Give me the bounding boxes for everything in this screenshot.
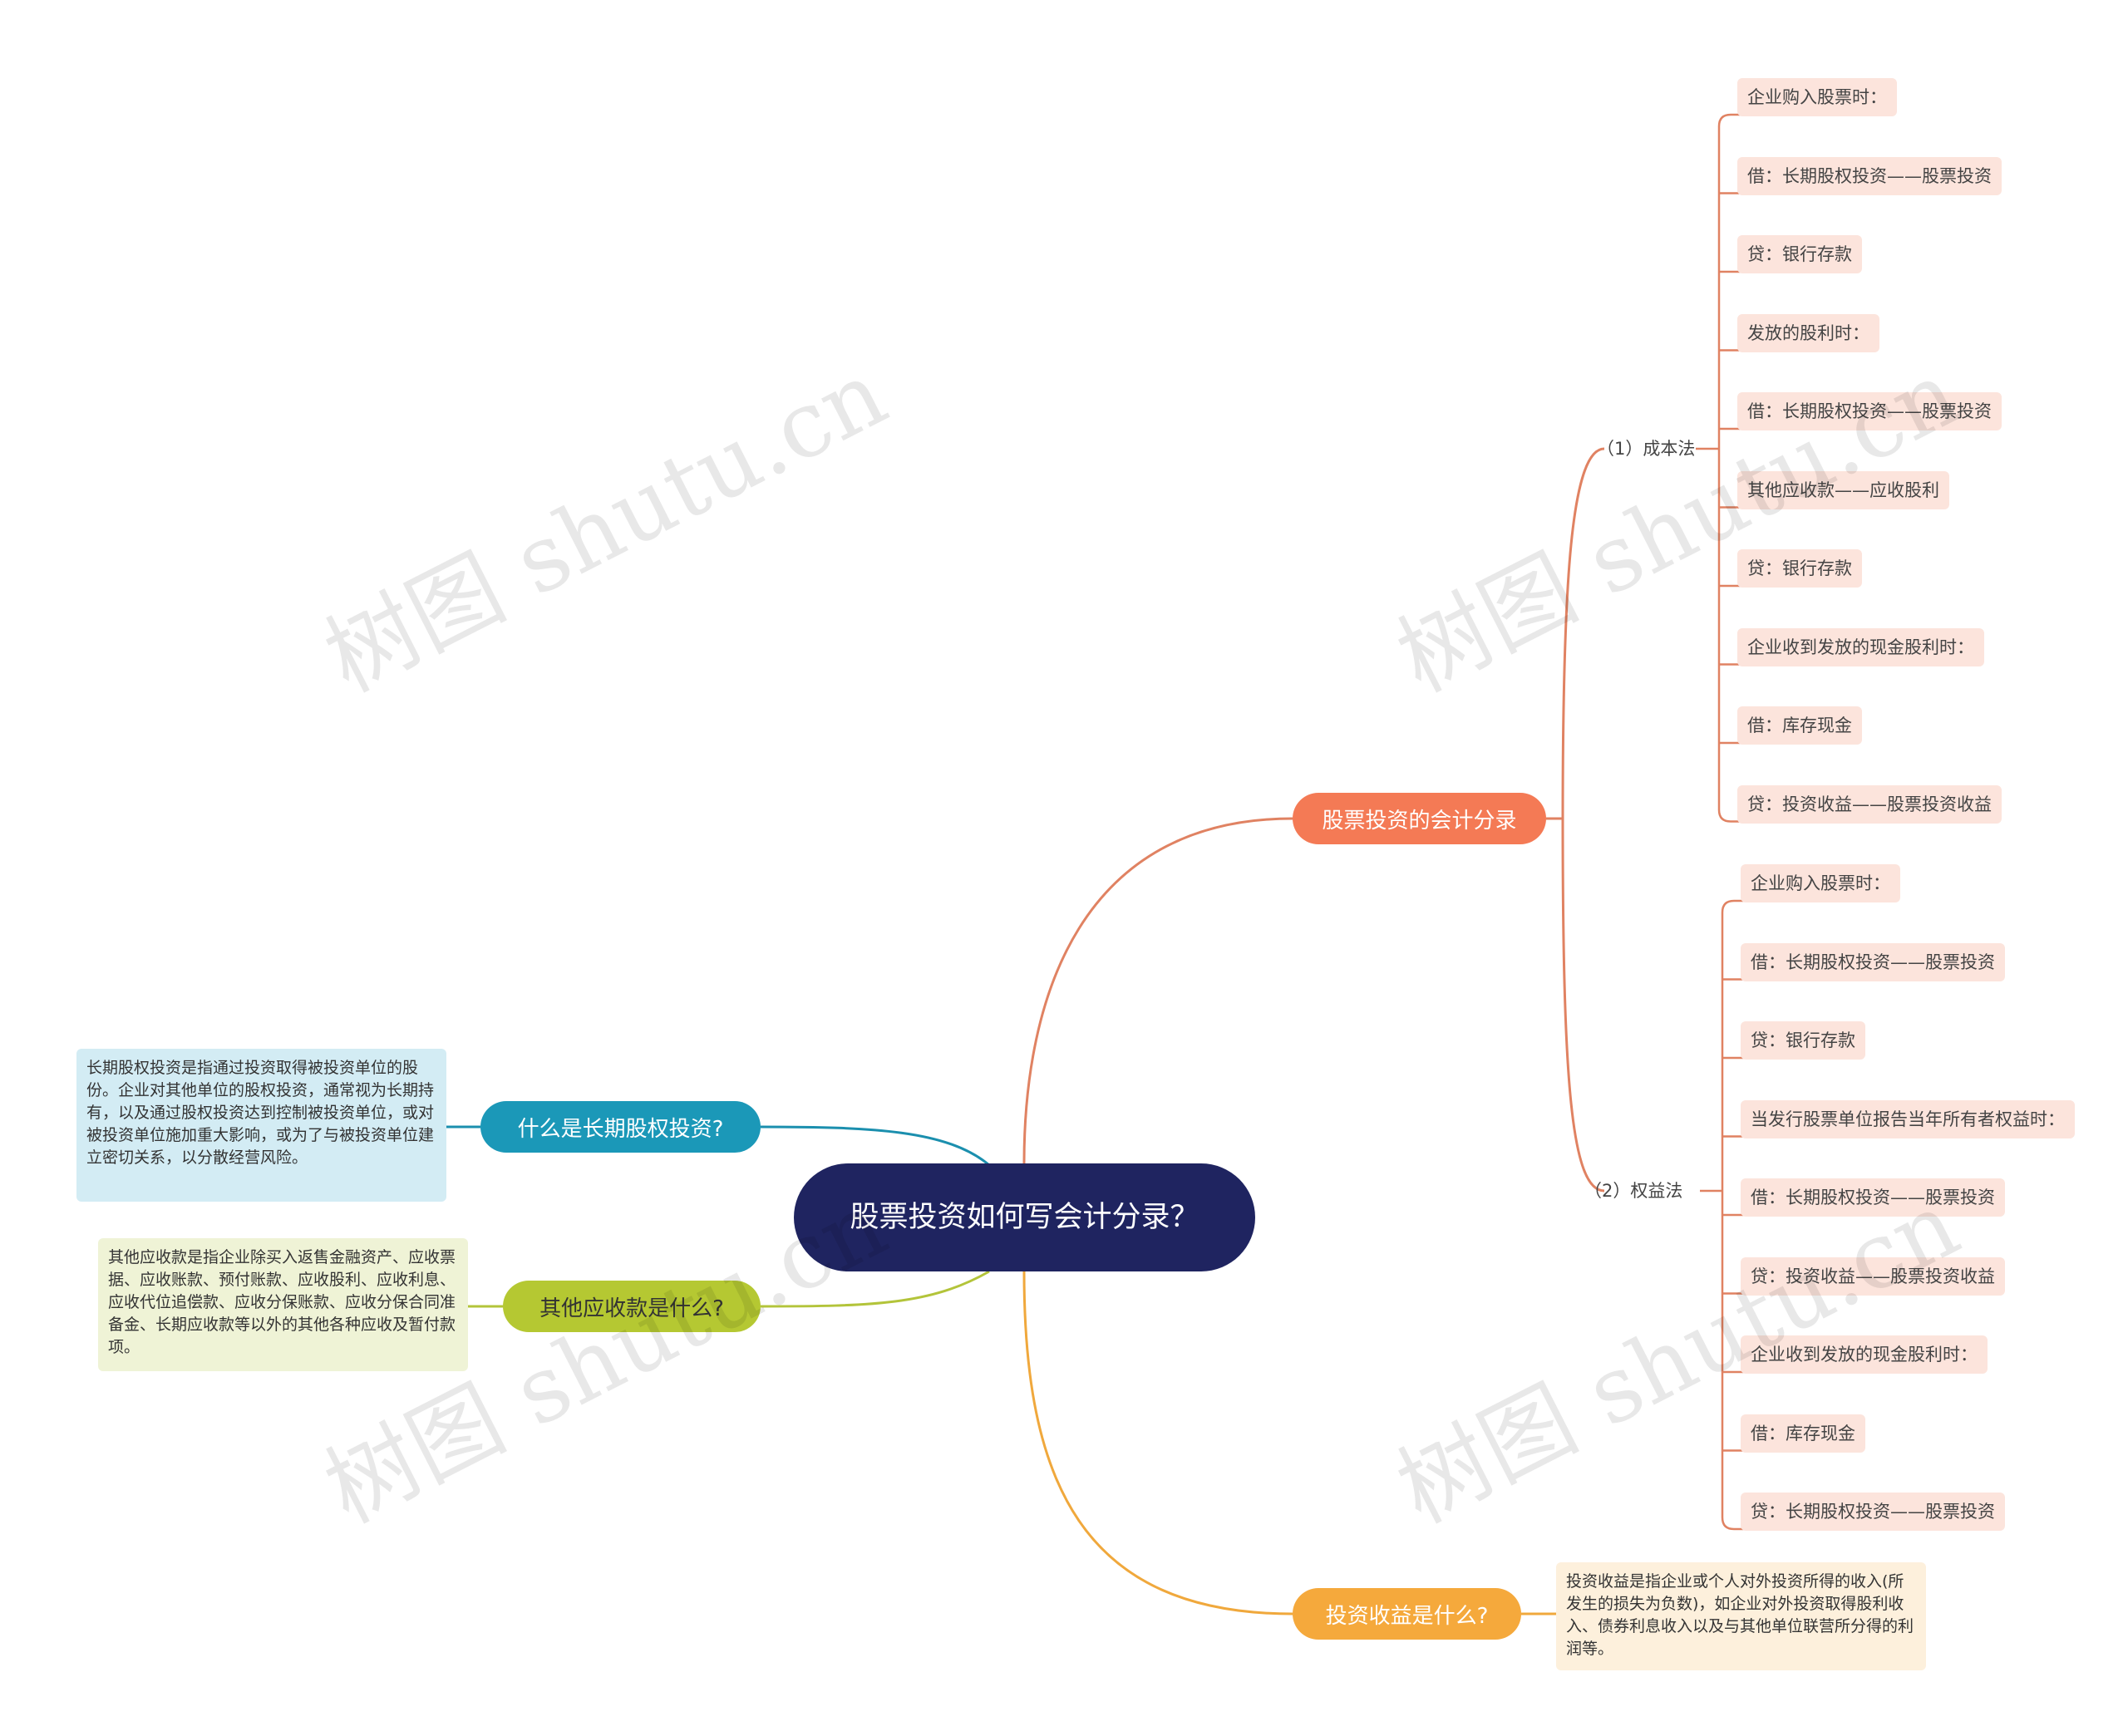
leaf-text: 贷：银行存款 <box>1751 1030 1855 1050</box>
sub-branch-cost-method[interactable]: （1）成本法 <box>1592 434 1700 464</box>
leaf-entry[interactable]: 借：长期股权投资——股票投资 <box>1741 1178 2005 1217</box>
leaf-entry[interactable]: 贷：银行存款 <box>1737 549 1862 588</box>
leaf-entry[interactable]: 发放的股利时： <box>1737 313 1879 352</box>
note-investment-income: 投资收益是指企业或个人对外投资所得的收入(所发生的损失为负数)，如企业对外投资取… <box>1556 1562 1926 1670</box>
leaf-entry[interactable]: 借：库存现金 <box>1741 1414 1865 1453</box>
leaf-text: 借：长期股权投资——股票投资 <box>1751 952 1995 972</box>
branch-investment-income[interactable]: 投资收益是什么? <box>1293 1588 1521 1640</box>
sub-branch-label: （2）权益法 <box>1584 1181 1683 1201</box>
branch-long-term-investment[interactable]: 什么是长期股权投资? <box>480 1101 761 1153</box>
leaf-entry[interactable]: 贷：银行存款 <box>1737 235 1862 273</box>
branch-label: 股票投资的会计分录 <box>1322 808 1517 834</box>
leaf-text: 借：长期股权投资——股票投资 <box>1747 165 1992 186</box>
branch-label: 什么是长期股权投资? <box>517 1116 724 1142</box>
leaf-entry[interactable]: 借：库存现金 <box>1737 706 1862 745</box>
leaf-text: 当发行股票单位报告当年所有者权益时： <box>1751 1109 2065 1129</box>
leaf-entry[interactable]: 借：长期股权投资——股票投资 <box>1737 156 2002 195</box>
leaf-text: 贷：银行存款 <box>1747 244 1852 264</box>
sub-branch-label: （1）成本法 <box>1597 439 1696 459</box>
leaf-text: 企业收到发放的现金股利时： <box>1747 637 1974 657</box>
leaf-entry[interactable]: 借：长期股权投资——股票投资 <box>1737 392 2002 430</box>
root-topic[interactable]: 股票投资如何写会计分录？ <box>794 1163 1255 1271</box>
leaf-entry[interactable]: 企业购入股票时： <box>1741 864 1900 902</box>
leaf-text: 借：库存现金 <box>1751 1423 1855 1443</box>
branch-other-receivable[interactable]: 其他应收款是什么? <box>503 1281 761 1332</box>
note-long-term-investment: 长期股权投资是指通过投资取得被投资单位的股份。企业对其他单位的股权投资，通常视为… <box>76 1049 446 1202</box>
leaf-entry[interactable]: 企业收到发放的现金股利时： <box>1741 1335 1988 1374</box>
leaf-text: 企业收到发放的现金股利时： <box>1751 1345 1978 1365</box>
leaf-text: 贷：投资收益——股票投资收益 <box>1747 794 1992 814</box>
leaf-entry[interactable]: 企业收到发放的现金股利时： <box>1737 627 1984 666</box>
leaf-entry[interactable]: 借：长期股权投资——股票投资 <box>1741 942 2005 981</box>
leaf-text: 借：长期股权投资——股票投资 <box>1751 1188 1995 1207</box>
leaf-entry[interactable]: 企业购入股票时： <box>1737 78 1897 116</box>
note-other-receivable: 其他应收款是指企业除买入返售金融资产、应收票据、应收账款、预付账款、应收股利、应… <box>98 1238 468 1371</box>
leaf-text: 借：库存现金 <box>1747 716 1852 735</box>
leaf-text: 贷：长期股权投资——股票投资 <box>1751 1502 1995 1522</box>
leaf-text: 贷：银行存款 <box>1747 558 1852 578</box>
leaf-text: 借：长期股权投资——股票投资 <box>1747 401 1992 421</box>
leaf-entry[interactable]: 贷：长期股权投资——股票投资 <box>1741 1493 2005 1531</box>
note-text: 其他应收款是指企业除买入返售金融资产、应收票据、应收账款、预付账款、应收股利、应… <box>108 1248 456 1356</box>
leaf-text: 企业购入股票时： <box>1747 87 1887 107</box>
note-text: 投资收益是指企业或个人对外投资所得的收入(所发生的损失为负数)，如企业对外投资取… <box>1566 1572 1914 1658</box>
leaf-text: 贷：投资收益——股票投资收益 <box>1751 1266 1995 1286</box>
sub-branch-equity-method[interactable]: （2）权益法 <box>1579 1176 1687 1206</box>
leaf-text: 发放的股利时： <box>1747 322 1869 343</box>
leaf-entry[interactable]: 贷：投资收益——股票投资收益 <box>1741 1257 2005 1296</box>
root-title: 股票投资如何写会计分录？ <box>850 1201 1199 1234</box>
branch-label: 投资收益是什么? <box>1325 1603 1489 1629</box>
leaf-entry[interactable]: 当发行股票单位报告当年所有者权益时： <box>1741 1099 2075 1138</box>
leaf-text: 企业购入股票时： <box>1751 873 1890 893</box>
note-text: 长期股权投资是指通过投资取得被投资单位的股份。企业对其他单位的股权投资，通常视为… <box>86 1059 435 1167</box>
branch-label: 其他应收款是什么? <box>539 1296 724 1321</box>
leaf-text: 其他应收款——应收股利 <box>1747 479 1939 500</box>
branch-accounting-entries[interactable]: 股票投资的会计分录 <box>1293 793 1546 844</box>
leaf-entry[interactable]: 贷：投资收益——股票投资收益 <box>1737 784 2002 824</box>
leaf-entry[interactable]: 贷：银行存款 <box>1741 1021 1865 1060</box>
leaf-entry[interactable]: 其他应收款——应收股利 <box>1737 470 1949 509</box>
